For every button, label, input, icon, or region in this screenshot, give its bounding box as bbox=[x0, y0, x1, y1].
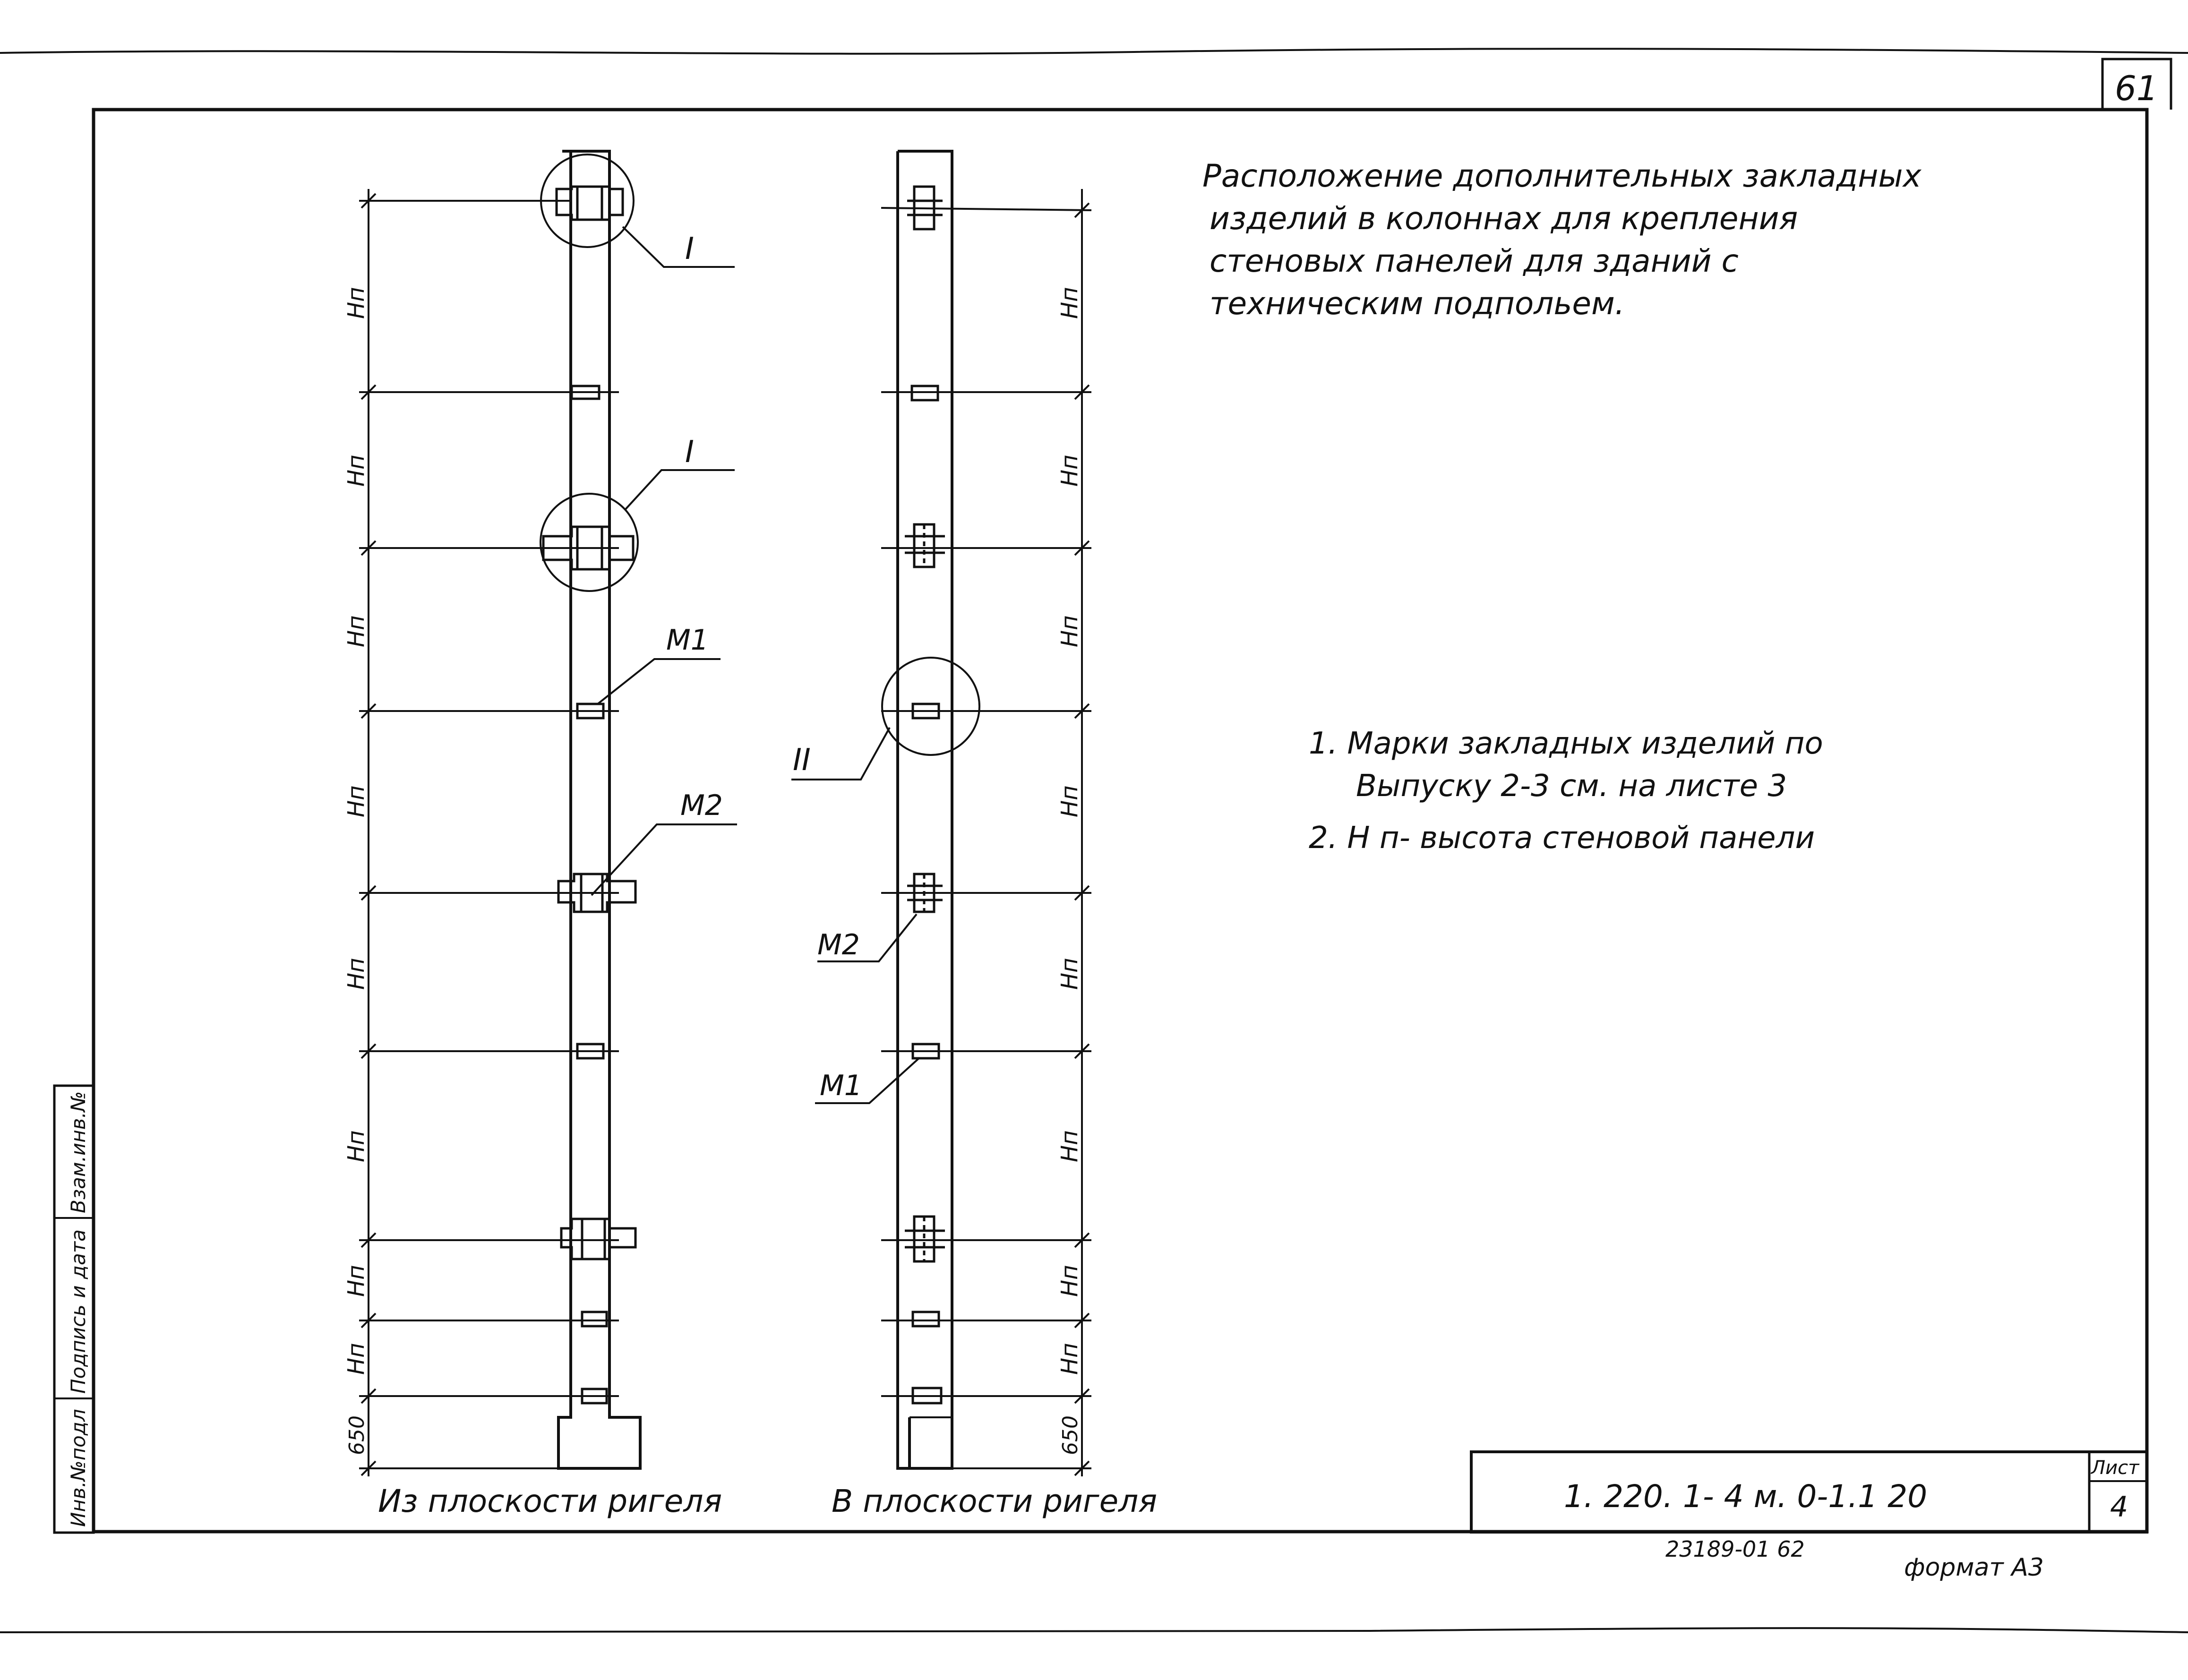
detail-mark-I: I bbox=[685, 231, 694, 266]
title-block: Лист 4 1. 220. 1- 4 м. 0-1.1 20 bbox=[1470, 1450, 2148, 1534]
note-1-continuation: Выпуску 2-3 см. на листе 3 bbox=[1356, 769, 1787, 804]
embedded-part-small bbox=[570, 385, 601, 400]
dim-label: Нп bbox=[1056, 786, 1083, 817]
title-line-4: техническим подпольем. bbox=[1210, 285, 1625, 322]
detail-circle-II bbox=[881, 657, 980, 756]
embedded-part-small bbox=[911, 1311, 940, 1328]
dim-label: Нп bbox=[343, 455, 369, 487]
dim-label-650: 650 bbox=[1058, 1415, 1082, 1455]
mark-M2: М2 bbox=[817, 928, 860, 961]
column-outline bbox=[896, 150, 953, 1470]
embedded-part-plan bbox=[907, 873, 943, 913]
leader-line bbox=[817, 913, 918, 962]
embedded-part-small bbox=[911, 1043, 940, 1060]
detail-circle-I bbox=[540, 493, 639, 592]
embedded-part-plan bbox=[905, 523, 945, 568]
leader-line bbox=[622, 226, 735, 268]
embedded-part-small bbox=[581, 1311, 608, 1328]
dim-label: Нп bbox=[1056, 1131, 1083, 1162]
drawing-title: Расположение дополнительных закладных из… bbox=[1202, 158, 1922, 322]
detail-circle-I bbox=[540, 154, 635, 248]
notes: 1. Марки закладных изделий по Выпуску 2-… bbox=[1309, 726, 1823, 856]
detail-mark-II: II bbox=[793, 743, 811, 778]
format-label: формат А3 bbox=[1904, 1553, 2044, 1582]
column-caption: Из плоскости ригеля bbox=[378, 1483, 722, 1519]
mark-M1: М1 bbox=[820, 1069, 862, 1102]
leader-line bbox=[815, 1057, 920, 1104]
mark-M1: М1 bbox=[666, 624, 709, 657]
embedded-part-medium bbox=[557, 873, 637, 913]
column-elevation-in-plane: Нп Нп Нп Нп Нп Нп Нп Нп 650 II bbox=[791, 150, 1157, 1519]
stamp-signature-label: Подпись и дата bbox=[67, 1229, 90, 1394]
column-outline bbox=[557, 150, 642, 1470]
dim-label: Нп bbox=[343, 1131, 369, 1162]
embedded-part-small bbox=[911, 703, 940, 720]
mark-M2: М2 bbox=[680, 789, 723, 822]
detail-mark-I: I bbox=[685, 435, 694, 470]
dim-label: Нп bbox=[343, 616, 369, 647]
embedded-part-small bbox=[911, 1387, 943, 1405]
dim-label-650: 650 bbox=[345, 1415, 369, 1455]
dim-label: Нп bbox=[343, 287, 369, 319]
dim-label: Нп bbox=[343, 958, 369, 990]
stamp-replacement-label: Взам.инв.№ bbox=[67, 1091, 90, 1213]
inventory-number: 23189-01 62 bbox=[1665, 1536, 1805, 1562]
note-1: 1. Марки закладных изделий по bbox=[1309, 726, 1823, 761]
page-number-box: 61 bbox=[2101, 58, 2172, 110]
top-edge-line bbox=[0, 48, 2188, 55]
dim-label: Нп bbox=[1056, 287, 1083, 319]
document-code: 1. 220. 1- 4 м. 0-1.1 20 bbox=[1564, 1478, 1927, 1515]
leader-line bbox=[591, 823, 737, 896]
bottom-edge-line bbox=[0, 1627, 2188, 1634]
stamp-inventory-label: Инв.№подл bbox=[67, 1409, 90, 1527]
embedded-part-small bbox=[910, 385, 939, 402]
leader-line bbox=[791, 727, 891, 780]
dim-label: Нп bbox=[1056, 455, 1083, 487]
dim-label: Нп bbox=[1056, 1265, 1083, 1297]
sheet-number: 4 bbox=[2110, 1491, 2128, 1524]
column-elevation-out-of-plane: Нп Нп Нп Нп Нп Нп Нп Нп 650 I I М1 bbox=[343, 150, 737, 1519]
embedded-part-small bbox=[581, 1388, 608, 1405]
title-line-1: Расположение дополнительных закладных bbox=[1202, 158, 1922, 194]
dim-label: Нп bbox=[343, 1265, 369, 1297]
embedded-part-plan bbox=[907, 185, 943, 231]
dim-label: Нп bbox=[1056, 1343, 1083, 1375]
embedded-part-large bbox=[560, 1217, 637, 1260]
column-caption: В плоскости ригеля bbox=[832, 1483, 1157, 1519]
leader-line bbox=[624, 469, 735, 511]
embedded-part-large bbox=[555, 185, 624, 221]
sheet-label: Лист bbox=[2090, 1457, 2140, 1479]
embedded-part-small bbox=[576, 1043, 605, 1060]
title-line-2: изделий в колоннах для крепления bbox=[1210, 200, 1798, 237]
drawing-frame bbox=[92, 108, 2149, 1534]
page-number: 61 bbox=[2115, 69, 2158, 108]
leader-line bbox=[597, 658, 721, 705]
embedded-part-plan bbox=[905, 1215, 945, 1263]
dim-label: Нп bbox=[1056, 958, 1083, 990]
embedded-part-small bbox=[576, 703, 605, 720]
dim-label: Нп bbox=[343, 786, 369, 817]
dim-label: Нп bbox=[1056, 616, 1083, 647]
dim-label: Нп bbox=[343, 1343, 369, 1375]
side-stamp: Инв.№подл Подпись и дата Взам.инв.№ bbox=[53, 1084, 95, 1534]
title-line-3: стеновых панелей для зданий с bbox=[1210, 243, 1739, 279]
embedded-part-large bbox=[542, 525, 635, 571]
note-2: 2. Н п- высота стеновой панели bbox=[1309, 821, 1815, 856]
